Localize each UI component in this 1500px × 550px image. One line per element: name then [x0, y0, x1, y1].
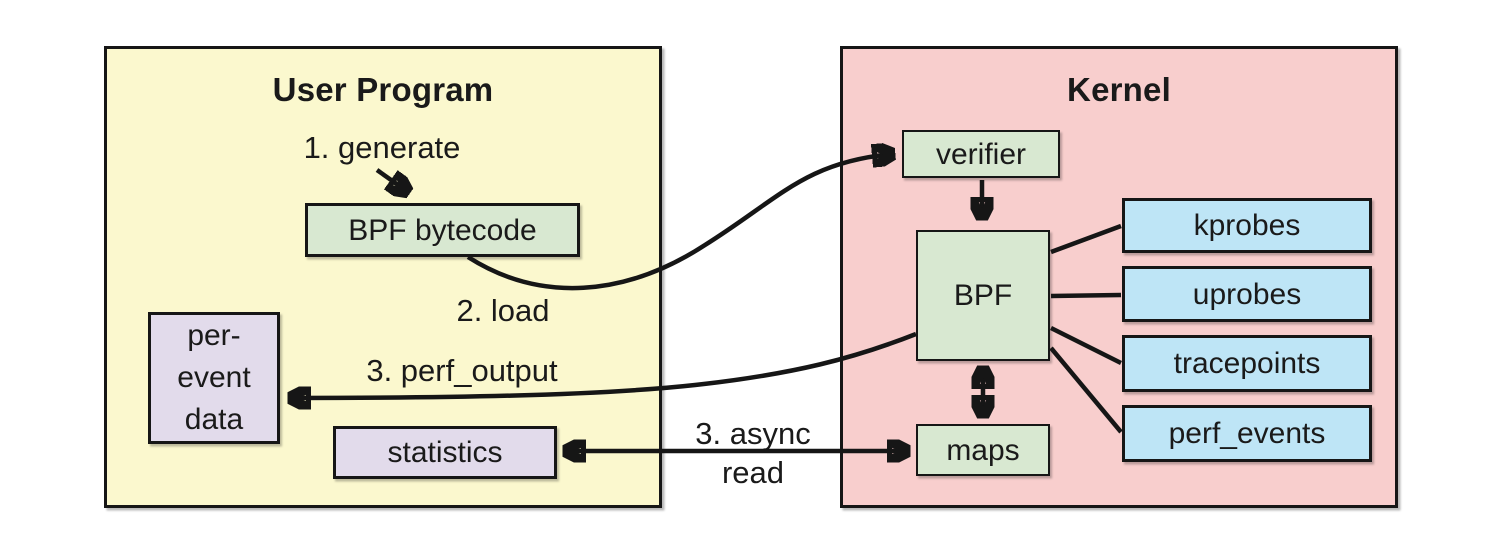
step3-perf-output-label: 3. perf_output [366, 353, 558, 388]
step2-load-label: 2. load [456, 293, 550, 328]
uprobes-label: uprobes [1192, 277, 1302, 311]
bpf-bytecode-label: BPF bytecode [348, 213, 537, 247]
kprobes-box: kprobes [1122, 198, 1372, 253]
maps-box: maps [916, 424, 1050, 476]
maps-label: maps [946, 433, 1020, 467]
uprobes-box: uprobes [1122, 266, 1372, 322]
tracepoints-label: tracepoints [1173, 347, 1321, 380]
per-event-data-line1: per- [187, 319, 241, 352]
perf-events-box: perf_events [1122, 405, 1372, 462]
user-program-title: User Program [272, 71, 494, 108]
statistics-label: statistics [387, 436, 503, 469]
step3-async-read-label: 3. async read [647, 414, 859, 492]
verifier-label: verifier [935, 137, 1026, 171]
verifier-box: verifier [902, 130, 1060, 178]
per-event-data-line3: data [184, 403, 244, 436]
statistics-box: statistics [333, 426, 557, 479]
per-event-data-line2: event [177, 361, 251, 394]
step3-async-read-line2: read [721, 455, 785, 490]
kernel-title: Kernel [1067, 71, 1171, 108]
bpf-label: BPF [953, 279, 1013, 312]
kprobes-label: kprobes [1193, 209, 1301, 242]
step1-generate-label: 1. generate [303, 130, 461, 165]
per-event-data-box: per- event data [148, 312, 280, 444]
tracepoints-box: tracepoints [1122, 335, 1372, 392]
step3-async-read-line1: 3. async [695, 416, 811, 451]
bpf-bytecode-box: BPF bytecode [305, 203, 580, 257]
perf-events-label: perf_events [1168, 417, 1326, 450]
bpf-box: BPF [916, 230, 1050, 361]
